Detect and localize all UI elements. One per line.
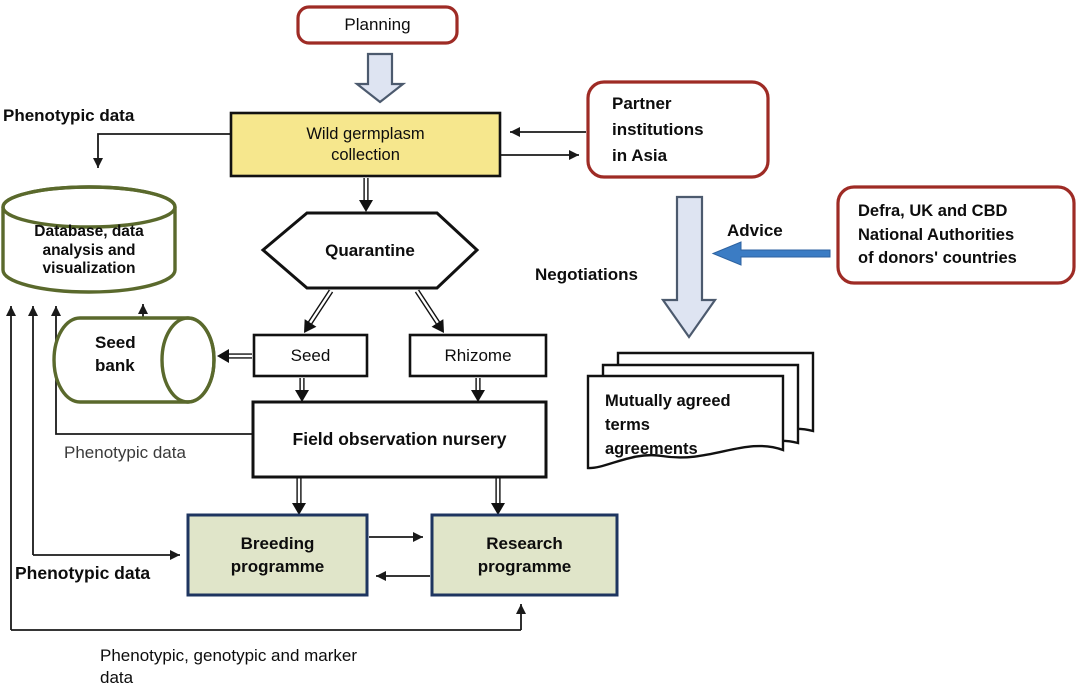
seedbank-label: Seed bank xyxy=(95,333,136,375)
arrow-wild-to-quarantine xyxy=(359,177,373,212)
arrow-quarantine-to-seed xyxy=(304,289,334,333)
seed-box xyxy=(252,333,369,378)
wild-germplasm-box xyxy=(229,111,502,178)
seed-label: Seed xyxy=(290,345,331,365)
phenotypic-data-top-label: Phenotypic data xyxy=(3,106,135,125)
quarantine-hexagon xyxy=(260,211,480,290)
negotiations-label: Negotiations xyxy=(535,265,638,284)
arrow-rhizome-to-nursery xyxy=(471,378,485,402)
partner-institutions-box xyxy=(586,80,770,179)
defra-label: Defra, UK and CBD National Authorities o… xyxy=(858,202,1017,267)
connector-wild-to-database xyxy=(93,133,230,168)
database-cylinder-rim xyxy=(1,185,177,229)
defra-box xyxy=(836,185,1076,285)
advice-label: Advice xyxy=(727,221,783,240)
phenotypic-data-mid-label: Phenotypic data xyxy=(64,443,186,462)
wild-germplasm-label: Wild germplasm collection xyxy=(306,124,425,164)
breeding-label: Breeding programme xyxy=(230,534,325,576)
block-arrow-negotiations-down xyxy=(660,195,718,339)
agreements-label: Mutually agreed terms agreements xyxy=(605,392,731,458)
arrow-nursery-to-research xyxy=(491,478,505,515)
planning-box xyxy=(296,5,459,45)
field-nursery-box xyxy=(251,400,548,479)
quarantine-label: Quarantine xyxy=(325,240,415,260)
arrow-quarantine-to-rhizome xyxy=(414,289,444,333)
field-nursery-label: Field observation nursery xyxy=(292,428,507,449)
breeding-box xyxy=(186,513,369,597)
bottom-data-label: Phenotypic, genotypic and marker data xyxy=(100,646,358,687)
arrow-seed-to-nursery xyxy=(295,378,309,402)
planning-label: Planning xyxy=(344,15,411,35)
database-label: Database, data analysis and visualizatio… xyxy=(34,223,144,277)
blue-arrow-advice xyxy=(711,241,831,266)
seedbank-cylinder-rim xyxy=(160,316,216,404)
block-arrow-planning-down xyxy=(353,52,407,104)
rhizome-box xyxy=(408,333,548,378)
agreements-doc-front xyxy=(586,374,785,470)
phenotypic-data-bottom-label: Phenotypic data xyxy=(15,563,151,583)
research-label: Research programme xyxy=(477,534,572,576)
arrow-nursery-to-breeding xyxy=(292,478,306,515)
research-box xyxy=(430,513,619,597)
arrow-seed-to-seedbank xyxy=(217,349,252,363)
partner-institutions-label: Partner institutions in Asia xyxy=(612,94,704,165)
rhizome-label: Rhizome xyxy=(444,345,512,365)
